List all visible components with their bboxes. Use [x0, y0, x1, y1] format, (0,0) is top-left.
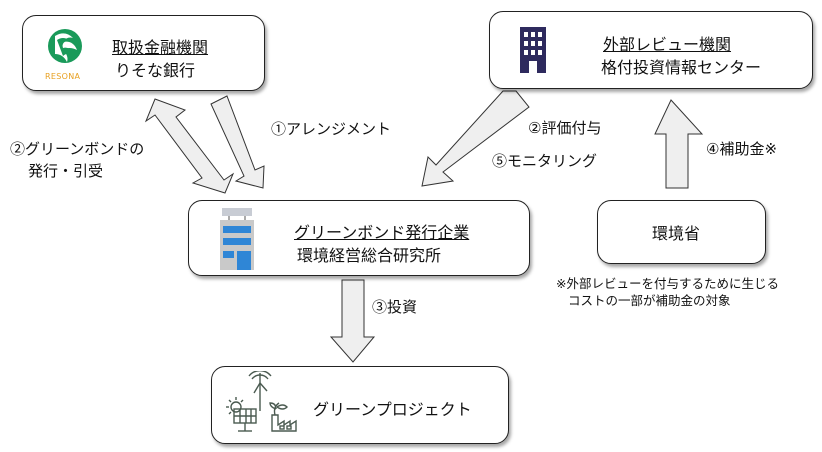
resona-logo-icon — [48, 29, 82, 63]
arrangement-label: ①アレンジメント — [271, 120, 392, 138]
issuer-role-title: グリーンボンド発行企業 — [294, 223, 470, 242]
issuance-label-line1: ②グリーンボンドの — [10, 140, 145, 158]
arrangement-arrow — [210, 95, 265, 189]
bank-role-title: 取扱金融機関 — [112, 38, 209, 57]
project-name: グリーンプロジェクト — [313, 400, 472, 419]
renewable-energy-icon — [226, 371, 297, 432]
issuer-node: グリーンボンド発行企業 環境経営総合研究所 — [188, 200, 530, 276]
bank-node: RESONA 取扱金融機関 りそな銀行 — [22, 15, 265, 91]
investment-label: ③投資 — [372, 298, 418, 316]
subsidy-arrow — [654, 99, 704, 189]
reviewer-name: 格付投資情報センター — [601, 58, 762, 77]
reviewer-node: 外部レビュー機関 格付投資情報センター — [489, 11, 813, 89]
footnote-line1: ※外部レビューを付与するために生じる — [556, 276, 779, 291]
subsidy-label: ④補助金※ — [706, 140, 778, 158]
project-node: グリーンプロジェクト — [211, 366, 509, 444]
issuance-label-line2: 発行・引受 — [28, 162, 104, 180]
rating-label: ②評価付与 — [528, 119, 602, 137]
reviewer-role-title: 外部レビュー機関 — [603, 35, 732, 54]
investment-arrow — [329, 279, 376, 363]
footnote-line2: コストの一部が補助金の対象 — [568, 293, 731, 308]
ministry-node: 環境省 — [597, 200, 766, 264]
rating-monitoring-arrow — [421, 90, 530, 187]
office-building-icon — [520, 27, 546, 73]
issuer-name: 環境経営総合研究所 — [297, 246, 442, 265]
issuance-double-arrow — [144, 98, 235, 194]
resona-logo-text: RESONA — [45, 72, 81, 81]
company-building-icon — [220, 208, 254, 270]
ministry-name: 環境省 — [652, 224, 701, 243]
monitoring-label: ⑤モニタリング — [492, 152, 598, 170]
bank-name: りそな銀行 — [115, 61, 196, 80]
